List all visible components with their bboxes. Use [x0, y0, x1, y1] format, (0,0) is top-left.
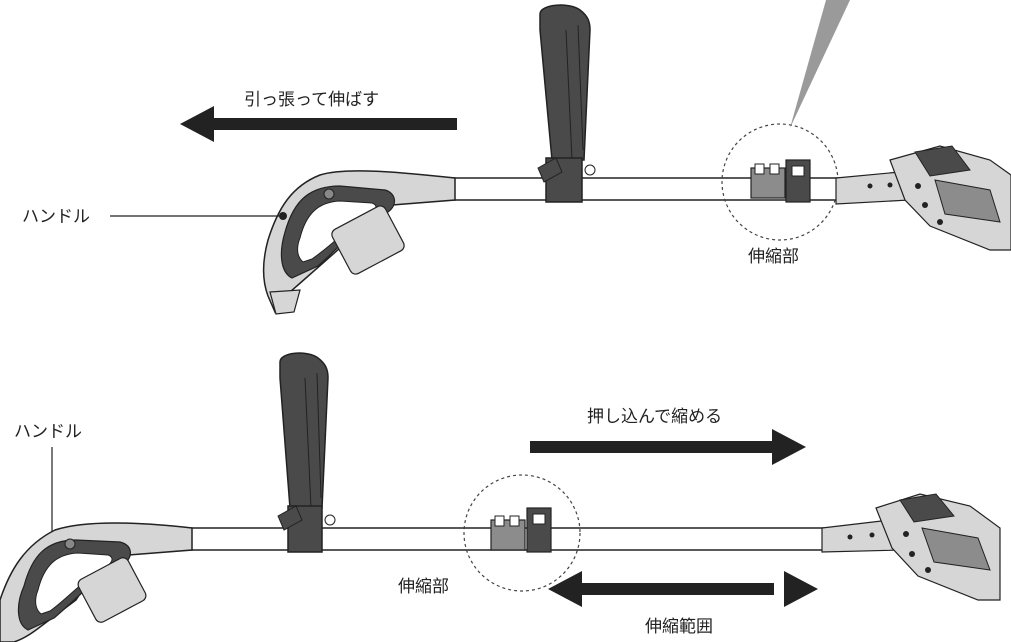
- telescopic-lock-top: [750, 159, 811, 203]
- push-retract-label: 押し込んで縮める: [587, 407, 722, 427]
- motor-head-bottom: [821, 493, 1001, 601]
- handle-label-top: ハンドル: [22, 207, 90, 227]
- pull-extend-label: 引っ張って伸ばす: [244, 90, 379, 110]
- handle-grip-bottom: [0, 522, 193, 642]
- pull-extend-arrow: [180, 106, 457, 142]
- handle-label-bottom: ハンドル: [14, 422, 82, 442]
- pointer-beam: [790, 0, 850, 128]
- auxiliary-handle-bottom: [277, 352, 336, 553]
- telescopic-range-arrow: [548, 571, 818, 607]
- motor-head-top: [835, 145, 1011, 251]
- telescopic-label-bottom: 伸縮部: [398, 577, 449, 597]
- handle-grip: [262, 170, 456, 315]
- telescopic-lock-bottom: [490, 507, 552, 553]
- telescopic-highlight-circle-bottom: [463, 474, 581, 592]
- trimmer-retracted: 押し込んで縮める ハンドル: [0, 352, 1001, 642]
- trimmer-extended: 引っ張って伸ばす ハンドル: [22, 0, 1011, 315]
- handle-marker: [279, 212, 287, 220]
- telescopic-range-label: 伸縮範囲: [645, 617, 713, 637]
- push-retract-arrow: [530, 429, 806, 465]
- auxiliary-handle: [537, 4, 596, 203]
- telescopic-label-top: 伸縮部: [748, 247, 799, 267]
